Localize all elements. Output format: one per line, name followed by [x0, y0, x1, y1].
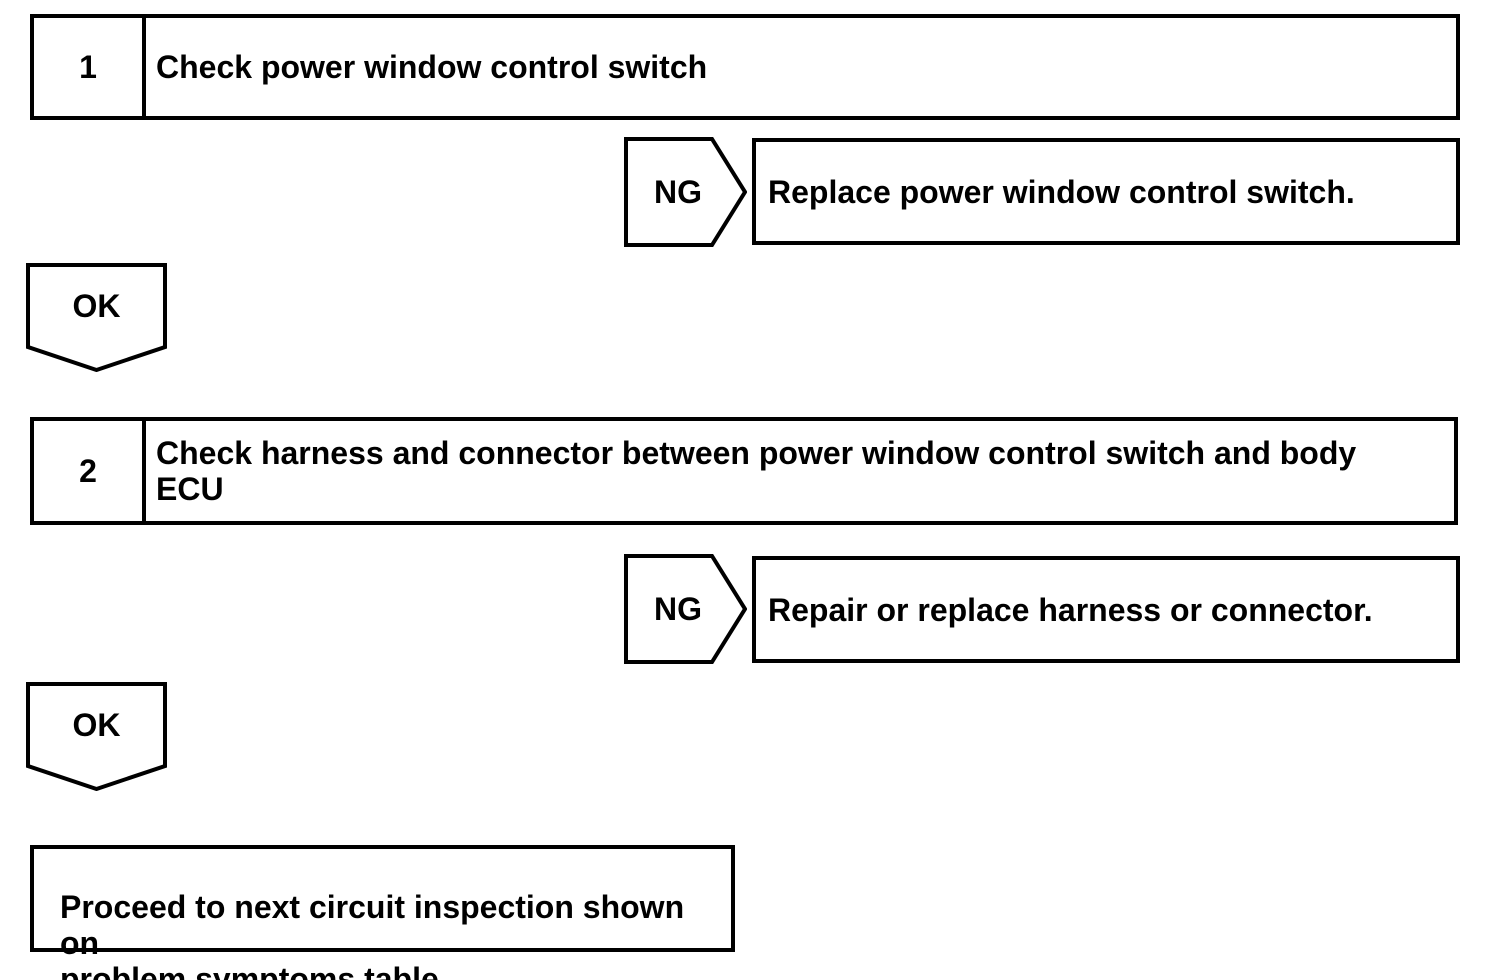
ng-arrow-shape [624, 554, 747, 664]
step-2-ng-result-box: Repair or replace harness or connector. [752, 556, 1460, 663]
step-1-box: 1 Check power window control switch [30, 14, 1460, 120]
step-2-number: 2 [34, 421, 146, 521]
step-1-ng-connector: NG [624, 137, 747, 247]
step-1-number: 1 [34, 18, 146, 116]
step-2-title: Check harness and connector between powe… [156, 435, 1357, 507]
step-1-ok-connector: OK [26, 263, 167, 372]
step-2-box: 2 Check harness and connector between po… [30, 417, 1458, 525]
ng-label: NG [654, 590, 702, 627]
ng-label: NG [654, 173, 702, 210]
step-2-ng-result-text: Repair or replace harness or connector. [768, 591, 1373, 628]
ng-arrow-shape [624, 137, 747, 247]
step-1-title: Check power window control switch [156, 49, 708, 85]
step-1-ng-result-text: Replace power window control switch. [768, 173, 1355, 210]
final-action-box: Proceed to next circuit inspection shown… [30, 845, 735, 980]
final-action-text: Proceed to next circuit inspection shown… [60, 889, 685, 980]
step-2-ng-connector: NG [624, 554, 747, 664]
step-2-ok-connector: OK [26, 682, 167, 791]
step-1-ng-result-box: Replace power window control switch. [752, 138, 1460, 245]
ok-arrow-shape [26, 682, 167, 791]
ok-label: OK [72, 706, 121, 743]
ok-arrow-shape [26, 263, 167, 372]
ok-label: OK [72, 287, 121, 324]
